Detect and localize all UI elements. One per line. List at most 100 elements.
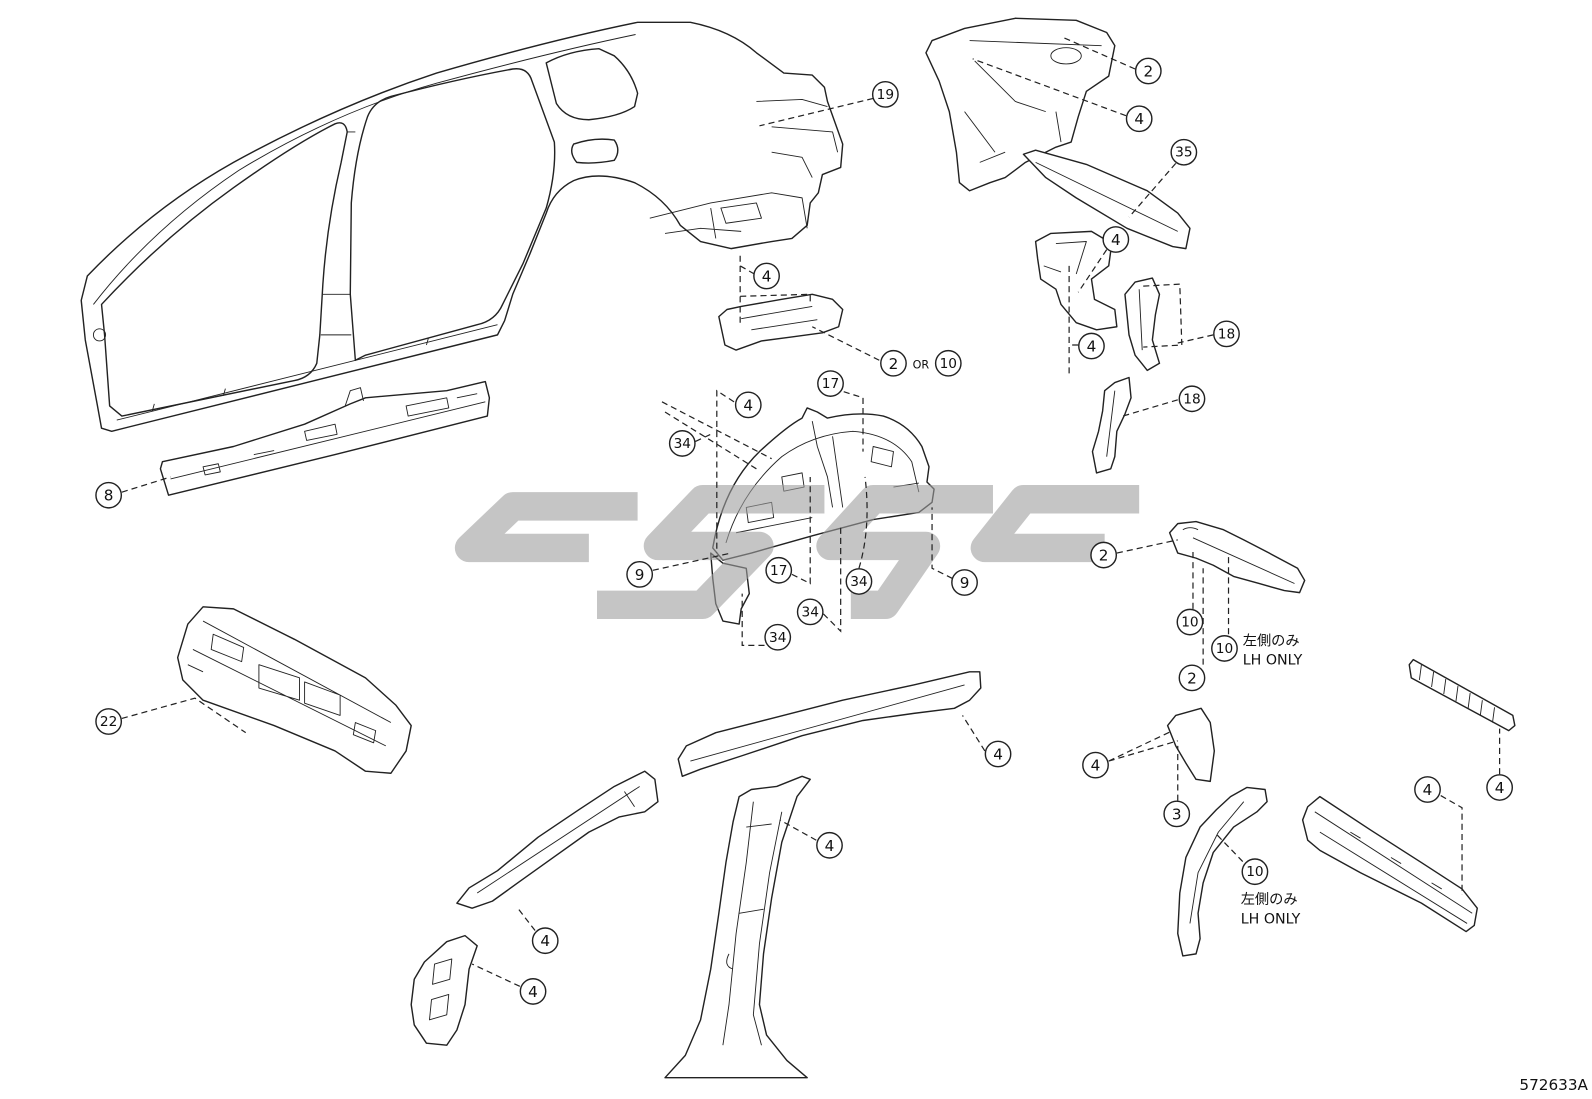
- cowl-panel-detail-lines: [187, 620, 392, 747]
- callout-circle: [1170, 138, 1198, 166]
- front-pillar-reinforcement-detail-lines: [476, 786, 640, 894]
- rear-door-opening: [349, 68, 556, 361]
- note-en: LH ONLY: [1243, 653, 1303, 669]
- callout-number: 10: [1181, 615, 1198, 631]
- callout-10: 10: [1211, 635, 1238, 662]
- leader-line: [1440, 795, 1463, 896]
- rear-inner-upper-panel: [925, 17, 1116, 192]
- callout-number: 35: [1175, 145, 1192, 161]
- leader-lines: [121, 35, 1501, 987]
- callout-circle: [519, 978, 547, 1005]
- callout-number: 8: [104, 487, 114, 505]
- callout-4: 4: [734, 391, 762, 419]
- side-member-extension: [1168, 520, 1306, 594]
- callout-circle: [1102, 226, 1130, 253]
- callout-number: 34: [850, 574, 867, 590]
- reinforcement-18-upper: [1124, 277, 1161, 372]
- leader-line: [1077, 249, 1108, 293]
- callout-number: 4: [1087, 338, 1097, 356]
- callout-number: 4: [540, 932, 550, 950]
- callout-circle: [668, 430, 696, 457]
- callout-number: 9: [960, 574, 970, 592]
- leader-line: [652, 552, 732, 571]
- cowl-panel: [176, 606, 412, 774]
- callout-35: 35: [1170, 138, 1198, 166]
- callout-circle: [871, 80, 899, 108]
- callout-number: 4: [1091, 757, 1101, 775]
- callout-4: 4: [519, 978, 547, 1005]
- reinforcement-18-lower: [1091, 376, 1132, 474]
- callout-4: 4: [1486, 774, 1514, 801]
- callout-number: 4: [1111, 231, 1121, 249]
- callout-circle: [753, 262, 780, 290]
- quarter-panel-opening: [570, 138, 619, 164]
- callout-number: 22: [100, 714, 117, 730]
- rear-inner-upper-panel-detail-lines: [964, 40, 1102, 163]
- center-pillar: [664, 775, 811, 1079]
- callout-number: 4: [1423, 781, 1433, 799]
- rear-inner-upper-panel-hole: [1050, 47, 1082, 65]
- note-en: LH ONLY: [1241, 911, 1301, 927]
- rear-wheel-house: [712, 407, 935, 561]
- callout-34: 34: [764, 623, 792, 651]
- callout-circle: [1241, 858, 1269, 886]
- hinge-pillar-bracket: [410, 934, 478, 1046]
- callout-number: 34: [769, 630, 786, 646]
- reinforcement-bar-4-right-slats: [1418, 664, 1495, 723]
- body-side-hole: [92, 328, 107, 342]
- callout-circle: [880, 349, 907, 377]
- callout-4: 4: [984, 740, 1012, 768]
- callout-number: 2: [889, 355, 899, 373]
- leader-line: [1143, 283, 1214, 348]
- callout-17: 17: [817, 370, 844, 397]
- roof-side-rail-detail-lines: [690, 684, 965, 762]
- callout-4: 4: [1078, 332, 1105, 360]
- callout-number: 9: [635, 566, 645, 584]
- callout-number: 4: [825, 837, 835, 855]
- callout-circle: [1134, 57, 1162, 85]
- quarter-window-opening: [545, 47, 639, 121]
- callout-number: 17: [822, 376, 839, 392]
- callout-10: 10: [1176, 608, 1204, 636]
- callout-circle: [984, 740, 1012, 768]
- bracket-4-upper-detail-lines: [1043, 241, 1087, 275]
- callout-circle: [951, 569, 978, 596]
- leader-line: [1128, 162, 1177, 218]
- callout-number: 19: [877, 87, 894, 103]
- callout-circle: [796, 598, 824, 626]
- leader-line: [121, 476, 171, 493]
- wheel-arch-extension: [718, 293, 844, 351]
- leader-line: [931, 507, 953, 579]
- callout-9: 9: [951, 569, 978, 596]
- leader-line: [517, 907, 536, 931]
- callout-circle: [934, 349, 962, 377]
- callout-34: 34: [845, 568, 873, 595]
- callout-number: 18: [1183, 391, 1200, 407]
- note-lh-only-upper: 左側のみ LH ONLY: [1243, 632, 1303, 668]
- leader-line: [1108, 730, 1178, 762]
- leader-line: [1215, 833, 1244, 862]
- leader-line: [858, 476, 868, 569]
- callout-19: 19: [871, 80, 899, 108]
- callout-4: 4: [1102, 226, 1130, 253]
- leader-line: [741, 593, 765, 647]
- callout-34: 34: [668, 430, 696, 457]
- callout-circle: [764, 623, 792, 651]
- callout-4: 4: [1125, 105, 1153, 133]
- callout-circle: [1178, 664, 1206, 692]
- callout-8: 8: [95, 481, 123, 509]
- watermark-logo-stroke: [970, 485, 1140, 563]
- callout-circle: [626, 560, 654, 588]
- callout-number: 2: [1143, 63, 1153, 81]
- leader-line: [811, 326, 880, 361]
- leader-line: [471, 963, 521, 987]
- callout-number: 2: [1187, 669, 1197, 687]
- callout-4: 4: [753, 262, 780, 290]
- callout-circle: [1078, 332, 1105, 360]
- callout-34: 34: [796, 598, 824, 626]
- note-lh-only-lower: 左側のみ LH ONLY: [1241, 891, 1301, 927]
- callout-circle: [817, 370, 844, 397]
- or-label: OR: [913, 358, 930, 371]
